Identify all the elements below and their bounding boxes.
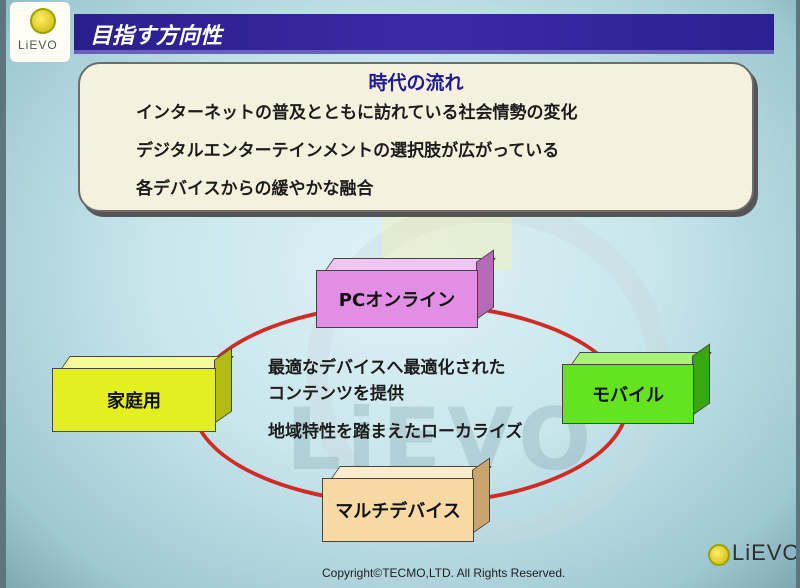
node-mobile-label: モバイル — [562, 364, 694, 424]
title-bar: 目指す方向性 — [74, 14, 774, 54]
copyright-text: Copyright©TECMO,LTD. All Rights Reserved… — [322, 566, 566, 580]
info-title: 時代の流れ — [368, 72, 464, 94]
logo-icon — [30, 8, 56, 34]
center-text-line: 地域特性を踏まえたローカライズ — [268, 422, 523, 442]
info-line: インターネットの普及とともに訪れている社会情勢の変化 — [136, 103, 578, 123]
node-home-label: 家庭用 — [52, 368, 216, 432]
footer-logo: LiEVO — [706, 538, 796, 572]
info-line: 各デバイスからの緩やかな融合 — [136, 179, 374, 199]
center-text-line: 最適なデバイスへ最適化された — [268, 358, 506, 378]
info-box: 時代の流れ インターネットの普及とともに訪れている社会情勢の変化 デジタルエンタ… — [78, 62, 754, 212]
node-multi-device-label: マルチデバイス — [322, 478, 474, 542]
slide: LiEVO LiEVO 目指す方向性 時代の流れ インターネットの普及とともに訪… — [6, 0, 796, 588]
info-line: デジタルエンターテインメントの選択肢が広がっている — [136, 141, 560, 161]
page-title: 目指す方向性 — [90, 24, 223, 49]
logo: LiEVO — [10, 2, 70, 62]
footer-logo-icon — [708, 544, 730, 566]
node-pc-online-label: PCオンライン — [316, 270, 478, 328]
footer-logo-text: LiEVO — [732, 540, 796, 565]
center-text-line: コンテンツを提供 — [268, 384, 404, 404]
logo-text: LiEVO — [18, 38, 58, 52]
